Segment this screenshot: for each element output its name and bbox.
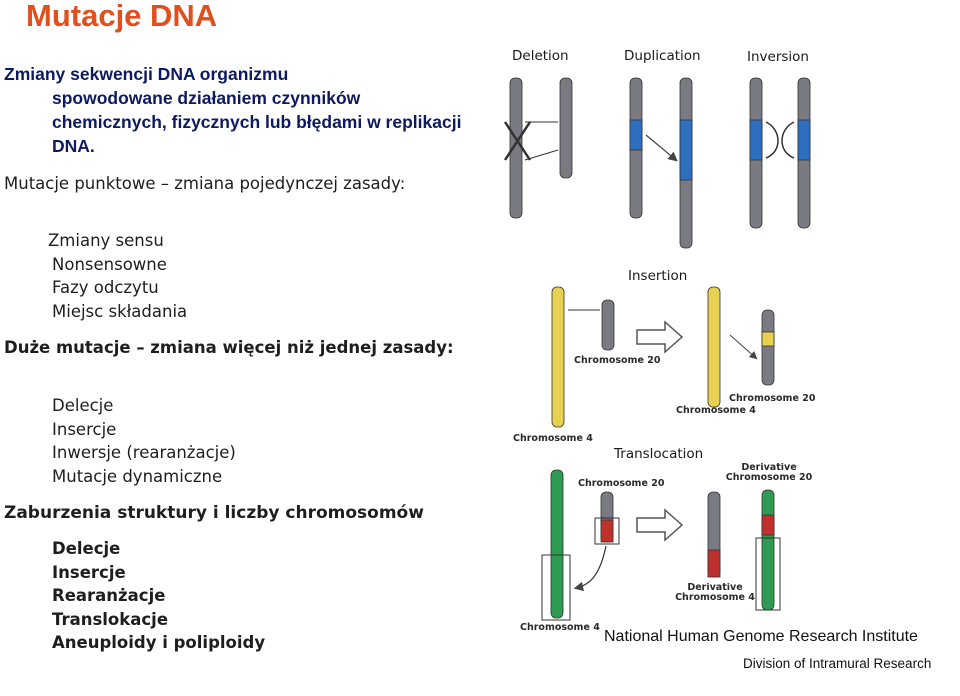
list-item: Rearanżacje — [52, 586, 166, 605]
point-mutations-heading: Mutacje punktowe – zmiana pojedynczej za… — [4, 174, 406, 193]
list-item: Insercje — [52, 419, 117, 439]
list-item: Aneuploidy i poliploidy — [52, 633, 266, 652]
label-chromosome-4: Chromosome 4 — [676, 405, 756, 416]
label-chromosome-20: Chromosome 20 — [578, 478, 665, 489]
point-mutations-list: Zmiany sensu Nonsensowne Fazy odczytu Mi… — [48, 229, 187, 323]
intro-line-rest: spowodowane działaniem czynników chemicz… — [52, 88, 462, 156]
list-item: Translokacje — [52, 609, 169, 629]
list-item: Delecje — [52, 396, 114, 415]
duplication-chromosomes — [629, 77, 693, 249]
translocation-chromosomes — [541, 469, 781, 621]
label-duplication: Duplication — [624, 48, 701, 64]
intro-line-1: Zmiany sekwencji DNA organizmu — [4, 64, 289, 84]
list-item: Insercje — [52, 562, 126, 582]
large-mutations-heading: Duże mutacje – zmiana więcej niż jednej … — [4, 338, 454, 357]
deletion-chromosomes — [503, 77, 573, 219]
label-chromosome-20: Chromosome 20 — [729, 393, 816, 404]
slide-title: Mutacje DNA — [26, 0, 218, 33]
intro-text: Zmiany sekwencji DNA organizmu spowodowa… — [4, 62, 474, 158]
label-chromosome-20: Chromosome 20 — [574, 355, 661, 366]
label-deletion: Deletion — [512, 48, 569, 64]
inversion-chromosomes — [749, 77, 811, 229]
insertion-chromosomes — [551, 286, 775, 428]
structural-list: Delecje Insercje Rearanżacje Translokacj… — [52, 537, 265, 655]
credit-division: Division of Intramural Research — [743, 656, 931, 671]
label-inversion: Inversion — [747, 49, 809, 65]
list-item: Zmiany sensu — [48, 231, 164, 250]
large-mutations-list: Delecje Insercje Inwersje (rearanżacje) … — [52, 394, 236, 488]
list-item: Miejsc składania — [52, 301, 188, 321]
list-item: Delecje — [52, 539, 121, 558]
credit-institute: National Human Genome Research Institute — [604, 628, 918, 645]
label-translocation: Translocation — [613, 446, 703, 462]
label-derivative-chromosome-4: Derivative Chromosome 4 — [675, 583, 755, 603]
label-chromosome-4: Chromosome 4 — [513, 433, 593, 444]
list-item: Nonsensowne — [52, 254, 167, 274]
structural-heading: Zaburzenia struktury i liczby chromosomó… — [4, 503, 424, 523]
list-item: Fazy odczytu — [52, 278, 159, 297]
chromosome-mutations-figure: Deletion Duplication Inversion Insertion… — [503, 48, 958, 671]
label-derivative-chromosome-20: Derivative Chromosome 20 — [726, 463, 812, 483]
list-item: Mutacje dynamiczne — [52, 466, 223, 486]
label-insertion: Insertion — [628, 268, 687, 284]
list-item: Inwersje (rearanżacje) — [52, 443, 236, 462]
label-chromosome-4: Chromosome 4 — [520, 622, 600, 633]
